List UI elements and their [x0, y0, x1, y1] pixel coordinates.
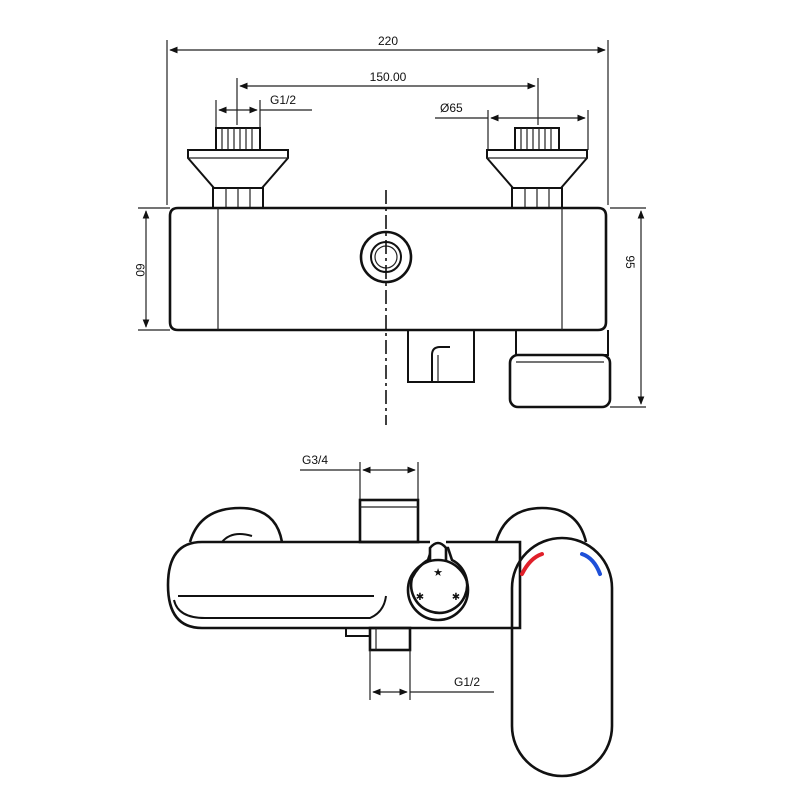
dial-mark-right-icon: ✱	[452, 592, 460, 603]
lever-handle	[510, 536, 614, 778]
overall-width-dimension: 220	[166, 34, 609, 205]
left-inlet-connector	[187, 127, 289, 209]
spout-top	[407, 329, 475, 383]
bottom-outlet	[345, 626, 412, 652]
body-height-dimension: 60	[133, 207, 170, 331]
right-wall-flange	[494, 506, 588, 543]
top-view: 220 150.00 G1/2 Ø65	[133, 34, 646, 425]
right-inlet-connector	[486, 127, 588, 209]
left-wall-flange	[188, 506, 284, 543]
valve-body-top	[168, 206, 608, 332]
star-icon: ★	[433, 566, 443, 579]
handle-cylinder-top	[508, 330, 612, 409]
flange-diameter-dimension: Ø65	[435, 101, 589, 150]
inlet-spacing-label: 150.00	[370, 70, 407, 84]
inlet-thread-dimension: G1/2	[215, 93, 312, 128]
bottom-outlet-thread-label: G1/2	[454, 675, 480, 689]
inlet-thread-label: G1/2	[270, 93, 296, 107]
flange-diameter-label: Ø65	[440, 101, 463, 115]
total-height-label: 95	[623, 255, 637, 269]
top-outlet-thread-dimension: G3/4	[300, 453, 419, 500]
dial-mark-left-icon: ✱	[416, 592, 424, 603]
inlet-spacing-dimension: 150.00	[236, 70, 539, 125]
top-outlet-stub	[358, 498, 420, 544]
front-view: G3/4 ★ ✱ ✱	[166, 453, 614, 778]
top-outlet-thread-label: G3/4	[302, 453, 328, 467]
body-height-label: 60	[133, 263, 147, 277]
cold-indicator	[580, 552, 602, 576]
thermostat-dial: ★ ✱ ✱	[406, 540, 470, 622]
hot-indicator	[520, 552, 544, 576]
overall-width-label: 220	[378, 34, 398, 48]
bottom-outlet-thread-dimension: G1/2	[369, 650, 494, 700]
valve-body-front	[166, 540, 522, 630]
total-height-dimension: 95	[610, 207, 646, 408]
